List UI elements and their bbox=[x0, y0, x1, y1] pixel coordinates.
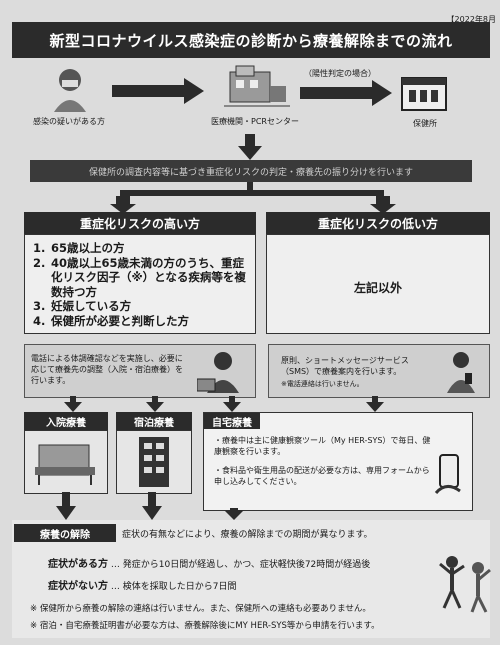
symptomatic-text: … 発症から10日間が経過し、かつ、症状軽快後72時間が経過後 bbox=[110, 560, 371, 570]
release-note-2: ※ 宿泊・自宅療養証明書が必要な方は、療養解除後にMY HER-SYS等から申請… bbox=[30, 621, 380, 631]
release-asymptomatic: 症状がない方 … 検体を採取した日から7日間 bbox=[48, 577, 236, 592]
home-care-list: ・療養中は主に健康観察ツール（My HER-SYS）で毎日、健康観察を行います。… bbox=[214, 435, 432, 487]
health-center-illustration bbox=[400, 72, 448, 112]
list-item: ・療養中は主に健康観察ツール（My HER-SYS）で毎日、健康観察を行います。 bbox=[214, 436, 431, 456]
low-risk-contact-text: 原則、ショートメッセージサービス（SMS）で療養案内を行います。 bbox=[281, 356, 409, 376]
release-note-1: ※ 保健所から療養の解除の連絡は行いません。また、保健所への連絡も必要ありません… bbox=[30, 604, 371, 614]
smartphone-illustration bbox=[434, 453, 464, 497]
low-risk-box: 左記以外 bbox=[266, 234, 490, 334]
page-title: 新型コロナウイルス感染症の診断から療養解除までの流れ bbox=[12, 22, 490, 58]
release-intro: 症状の有無などにより、療養の解除までの期間が異なります。 bbox=[122, 530, 373, 540]
hotel-care-heading: 宿泊療養 bbox=[116, 412, 192, 430]
flow-arrow-2 bbox=[300, 80, 392, 106]
branch-arrows bbox=[100, 182, 400, 214]
list-item: 2.40歳以上65歳未満の方のうち、重症化リスク因子（※）となる疾病等を複数持つ… bbox=[33, 255, 246, 299]
hospital-care-heading: 入院療養 bbox=[24, 412, 108, 430]
asymptomatic-label: 症状がない方 bbox=[48, 581, 108, 592]
list-item: 3.妊娠している方 bbox=[33, 299, 132, 313]
high-risk-box: 1.65歳以上の方 2.40歳以上65歳未満の方のうち、重症化リスク因子（※）と… bbox=[24, 234, 256, 334]
hotel-care-panel bbox=[116, 430, 192, 494]
low-risk-heading: 重症化リスクの低い方 bbox=[266, 212, 490, 234]
list-item: ・食料品や衛生用品の配送が必要な方は、専用フォームから申し込みしてください。 bbox=[214, 466, 430, 486]
exercise-illustration bbox=[438, 552, 492, 614]
flow-label-suspected: 感染の疑いがある方 bbox=[33, 117, 105, 126]
low-risk-text: 左記以外 bbox=[353, 281, 402, 295]
flow-arrow-note: （陽性判定の場合） bbox=[304, 69, 376, 78]
phone-user-illustration bbox=[441, 349, 481, 393]
list-item: 1.65歳以上の方 bbox=[33, 241, 125, 255]
clinic-illustration bbox=[224, 62, 290, 110]
low-risk-contact-box: 原則、ショートメッセージサービス（SMS）で療養案内を行います。 ※電話連絡は行… bbox=[268, 344, 490, 398]
hospital-bed-icon bbox=[35, 444, 95, 485]
high-risk-heading: 重症化リスクの高い方 bbox=[24, 212, 256, 234]
triage-banner: 保健所の調査内容等に基づき重症化リスクの判定・療養先の振り分けを行います bbox=[30, 160, 472, 182]
nurse-illustration bbox=[197, 349, 249, 393]
home-care-box: 自宅療養 ・療養中は主に健康観察ツール（My HER-SYS）で毎日、健康観察を… bbox=[203, 412, 473, 511]
person-illustration bbox=[50, 66, 90, 112]
flow-label-clinic: 医療機関・PCRセンター bbox=[211, 117, 299, 126]
low-risk-contact-note: ※電話連絡は行いません。 bbox=[281, 380, 364, 388]
release-arrows bbox=[24, 492, 264, 520]
issue-date: 【2022年8月 bbox=[446, 15, 496, 24]
care-arrows bbox=[24, 396, 404, 412]
high-risk-contact-text: 電話による体調確認などを実施し、必要に応じて療養先の調整（入院・宿泊療養）を行い… bbox=[31, 354, 183, 385]
high-risk-contact-box: 電話による体調確認などを実施し、必要に応じて療養先の調整（入院・宿泊療養）を行い… bbox=[24, 344, 256, 398]
hospital-care-panel bbox=[24, 430, 108, 494]
hotel-building-icon bbox=[139, 437, 169, 487]
symptomatic-label: 症状がある方 bbox=[48, 559, 108, 570]
flow-arrow-1 bbox=[112, 78, 204, 104]
flow-arrow-down bbox=[238, 134, 262, 160]
release-heading: 療養の解除 bbox=[14, 524, 116, 542]
high-risk-list: 1.65歳以上の方 2.40歳以上65歳未満の方のうち、重症化リスク因子（※）と… bbox=[25, 235, 255, 334]
asymptomatic-text: … 検体を採取した日から7日間 bbox=[110, 582, 237, 592]
list-item: 4.保健所が必要と判断した方 bbox=[33, 313, 189, 328]
release-symptomatic: 症状がある方 … 発症から10日間が経過し、かつ、症状軽快後72時間が経過後 bbox=[48, 555, 370, 570]
home-care-heading: 自宅療養 bbox=[204, 413, 260, 429]
flow-label-health-center: 保健所 bbox=[413, 119, 437, 128]
